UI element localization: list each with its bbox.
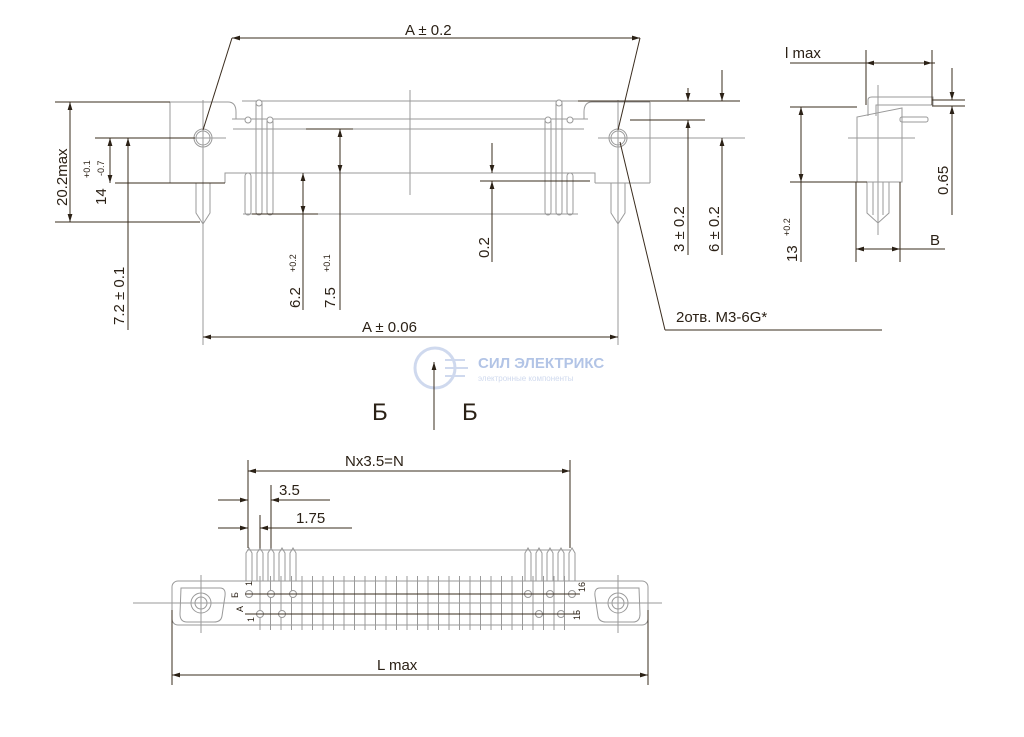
dim-7-5: 7.5 [322, 287, 339, 308]
dim-3: 3 ± 0.2 [671, 206, 688, 252]
row-label-b: Б [230, 592, 240, 598]
section-label-left: Б [372, 399, 388, 426]
watermark-brand: СИЛ ЭЛЕКТРИКС [478, 355, 604, 372]
dim-6-2: 6.2 [287, 287, 304, 308]
bottom-view: Б А 1 1 16 15 Nx3.5=N 3.5 1.75 L max [133, 453, 662, 685]
watermark-tagline: электронные компоненты [478, 374, 574, 383]
dim-0-2: 0.2 [476, 237, 493, 258]
dim-a-0-2: A ± 0.2 [405, 22, 452, 39]
dim-l-max-bottom: L max [377, 657, 418, 674]
dim-14: 14 [93, 188, 110, 205]
right-flange [578, 101, 650, 120]
left-flange [170, 101, 243, 120]
section-label-right: Б [462, 399, 478, 426]
left-contacts [244, 99, 274, 216]
section-marker: Б Б [372, 362, 478, 430]
row-label-a: А [235, 606, 245, 612]
dim-7-2: 7.2 ± 0.1 [111, 267, 128, 325]
top-view: A ± 0.2 20.2max 14 +0.1 -0.7 7.2 ± 0.1 6… [54, 22, 882, 345]
dim-l-max-side: l max [785, 45, 821, 62]
dim-1-75: 1.75 [296, 510, 325, 527]
dim-0-65: 0.65 [935, 166, 952, 195]
dim-a-0-06: A ± 0.06 [362, 319, 417, 336]
dim-pitch-total: Nx3.5=N [345, 453, 404, 470]
dim-b: B [930, 232, 940, 249]
dim-13-tol: +0.2 [782, 218, 792, 236]
dim-13: 13 [784, 245, 801, 262]
right-contacts [544, 99, 574, 216]
dim-14-tol-lower: -0.7 [96, 160, 106, 176]
pin-label-1-top: 1 [244, 581, 254, 586]
dim-3-5: 3.5 [279, 482, 300, 499]
dim-14-tol-upper: +0.1 [82, 160, 92, 178]
pin-label-1-bottom: 1 [246, 617, 256, 622]
dim-7-5-tol: +0.1 [322, 254, 332, 272]
side-view: l max 0.65 13 +0.2 B [782, 45, 965, 262]
pin-label-16: 16 [577, 582, 587, 592]
dim-20-2max: 20.2max [54, 148, 71, 206]
holes-note: 2отв. M3-6G* [676, 309, 767, 326]
pin-label-15: 15 [572, 610, 582, 620]
dim-6: 6 ± 0.2 [706, 206, 723, 252]
watermark-logo: СИЛ ЭЛЕКТРИКС электронные компоненты [413, 346, 604, 390]
dim-6-2-tol: +0.2 [288, 254, 298, 272]
